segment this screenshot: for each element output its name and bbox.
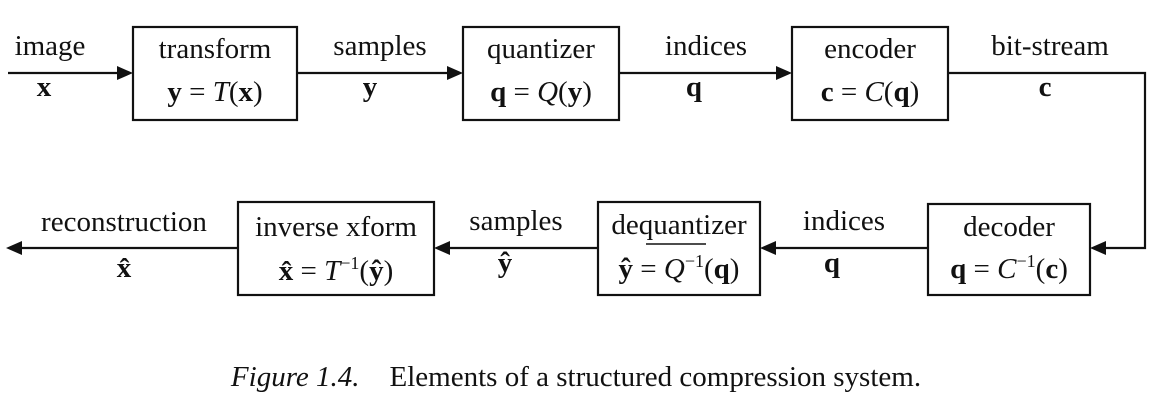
input-symbol: x: [37, 71, 52, 103]
samples-symbol-forward: y: [363, 71, 378, 103]
decoder-equation: q = C−1(c): [950, 251, 1068, 285]
decoder-box: [926, 202, 1092, 297]
arrow-transform-to-quantizer: [297, 66, 463, 80]
transform-box: [131, 25, 299, 122]
samples-symbol-inverse: ŷ: [498, 247, 513, 279]
bitstream-label: bit-stream: [991, 30, 1109, 62]
dequantizer-box: [596, 200, 762, 297]
figure-caption: Figure 1.4. Elements of a structured comp…: [230, 361, 921, 393]
transform-title: transform: [159, 33, 272, 65]
figure-caption-label: Figure 1.4.: [230, 361, 360, 393]
inverse-xform-title: inverse xform: [255, 211, 417, 243]
dequantizer-equation: ŷ = Q−1(q): [619, 251, 740, 285]
indices-symbol-forward: q: [686, 71, 702, 103]
quantizer-equation: q = Q(y): [490, 76, 592, 108]
arrow-decoder-to-dequantizer: [760, 241, 928, 255]
bitstream-symbol: c: [1039, 71, 1052, 103]
arrow-bitstream-to-decoder: [948, 71, 1147, 255]
inverse-xform-equation: x̂ = T−1(ŷ): [279, 253, 394, 287]
encoder-box: [790, 25, 950, 122]
arrow-image-to-transform: [8, 66, 133, 80]
output-symbol: x̂: [117, 252, 132, 284]
transform-equation: y = T(x): [167, 76, 262, 108]
figure-caption-text: Elements of a structured compression sys…: [390, 361, 922, 393]
output-label: reconstruction: [41, 206, 207, 238]
samples-label-forward: samples: [333, 30, 426, 62]
indices-label-inverse: indices: [803, 205, 885, 237]
quantizer-box: [461, 25, 621, 122]
arrow-dequantizer-to-inverse-xform: [434, 241, 598, 255]
arrow-inverse-xform-to-output: [6, 241, 238, 255]
encoder-title: encoder: [824, 33, 916, 65]
dequantizer-title: dequantizer: [611, 209, 747, 241]
encoder-equation: c = C(q): [821, 76, 920, 108]
quantizer-title: quantizer: [487, 33, 595, 65]
decoder-title: decoder: [963, 211, 1055, 243]
input-label: image: [15, 30, 86, 62]
indices-symbol-inverse: q: [824, 247, 840, 279]
indices-label-forward: indices: [665, 30, 747, 62]
samples-label-inverse: samples: [469, 205, 562, 237]
arrow-quantizer-to-encoder: [619, 66, 792, 80]
